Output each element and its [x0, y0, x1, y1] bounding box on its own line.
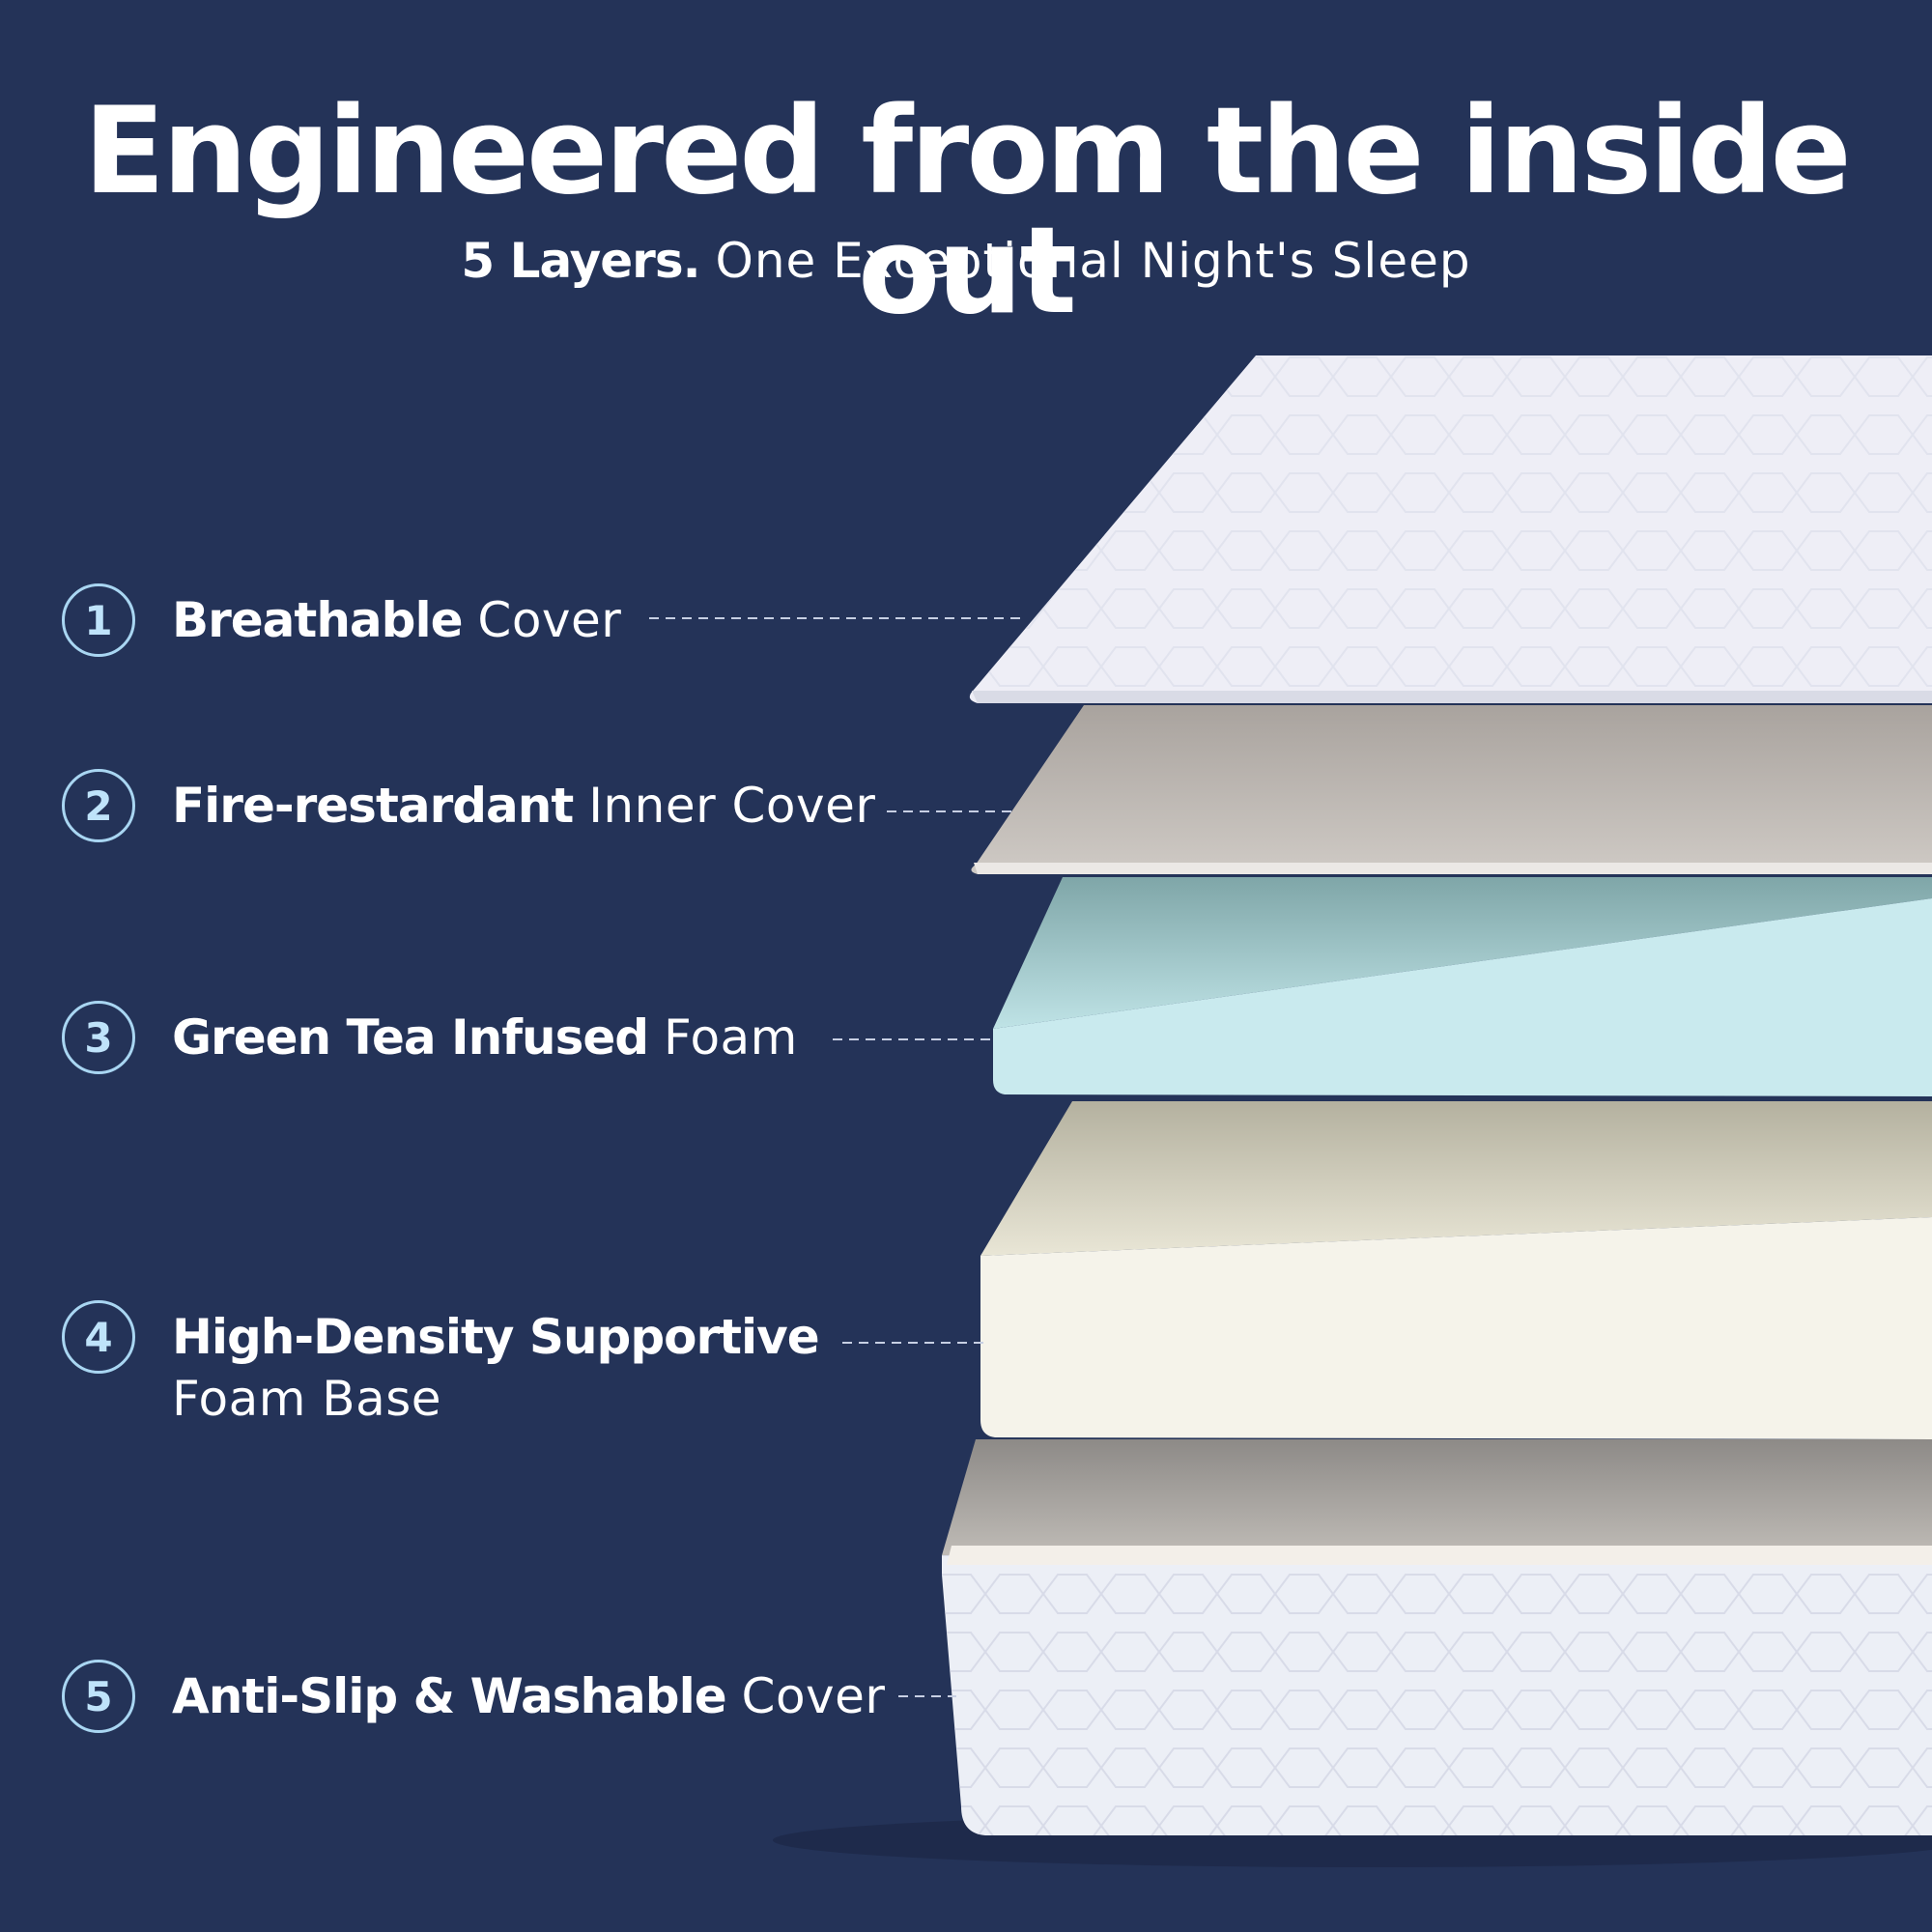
layer-label-bold: Anti-Slip & Washable: [172, 1668, 727, 1724]
layer-label-rest: Foam: [663, 1009, 798, 1065]
layer-label-3: 3 Green Tea Infused Foam: [62, 1001, 798, 1074]
layer-label-4: 4 High-Density Supportive Foam Base: [62, 1300, 820, 1430]
layer-label-1: 1 Breathable Cover: [62, 583, 621, 657]
layer-label-text: Green Tea Infused Foam: [172, 1001, 798, 1068]
layer-label-rest: Cover: [477, 592, 622, 648]
layer-label-rest: Cover: [741, 1668, 886, 1724]
layer-label-text: Breathable Cover: [172, 583, 621, 651]
layer-5-base-cover: [942, 1439, 1932, 1835]
layer-label-5: 5 Anti-Slip & Washable Cover: [62, 1660, 885, 1733]
layer-label-bold: Green Tea Infused: [172, 1009, 649, 1065]
layer-label-bold: Fire-restardant: [172, 778, 574, 834]
subheadline-rest: One Exceptional Night's Sleep: [715, 233, 1471, 289]
layer-label-rest: Foam Base: [172, 1371, 442, 1427]
layer-label-text: High-Density Supportive Foam Base: [172, 1300, 820, 1430]
layer-label-bold: Breathable: [172, 592, 463, 648]
layer-number-badge: 3: [62, 1001, 135, 1074]
layer-1-breathable-cover: [969, 355, 1932, 703]
layer-number-badge: 4: [62, 1300, 135, 1374]
subheadline-bold: 5 Layers.: [461, 233, 700, 289]
layer-number-badge: 5: [62, 1660, 135, 1733]
layer-4-support-foam: [980, 1101, 1932, 1439]
layer-label-rest: Inner Cover: [588, 778, 876, 834]
layer-3-green-tea-foam: [993, 877, 1932, 1096]
layer-2-inner-cover: [971, 705, 1932, 874]
layer-label-bold: High-Density Supportive: [172, 1309, 820, 1365]
subheadline: 5 Layers. One Exceptional Night's Sleep: [0, 232, 1932, 290]
layer-number-badge: 2: [62, 769, 135, 842]
headline: Engineered from the inside out: [83, 82, 1851, 341]
layer-number-badge: 1: [62, 583, 135, 657]
layer-label-text: Anti-Slip & Washable Cover: [172, 1660, 885, 1727]
layer-label-text: Fire-restardant Inner Cover: [172, 769, 875, 837]
layer-label-2: 2 Fire-restardant Inner Cover: [62, 769, 875, 842]
